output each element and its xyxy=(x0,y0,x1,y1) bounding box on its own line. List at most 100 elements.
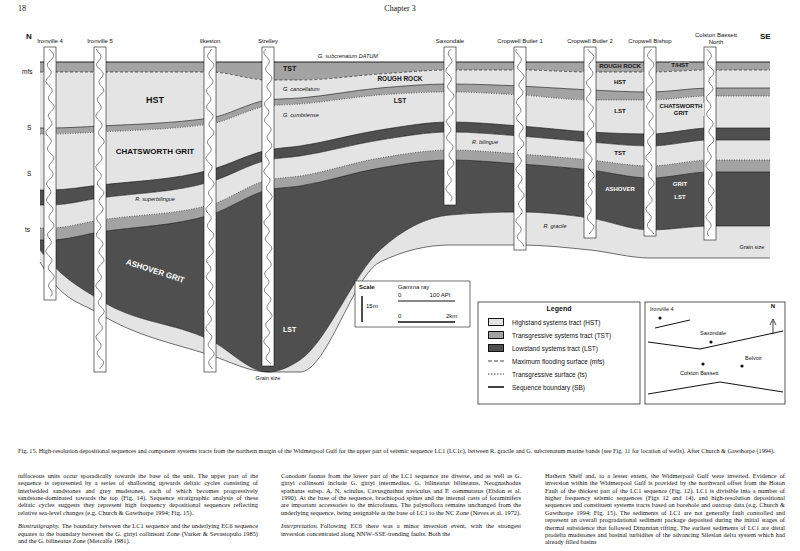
legend-entry: Transgressive surface (ts) xyxy=(488,370,587,378)
well-column xyxy=(262,47,274,366)
bounding-surface xyxy=(40,132,770,205)
paragraph: tuffaceous units occur sporadically towa… xyxy=(18,472,258,516)
legend-text: Transgressive systems tract (TST) xyxy=(512,332,611,339)
body-text: Conodont faunas from the lower part of t… xyxy=(281,472,521,516)
surface-code: ts xyxy=(25,226,30,233)
legend-entry: Highstand systems tract (HST) xyxy=(488,318,601,326)
direction-label: N xyxy=(26,33,32,42)
scale-value: 2km xyxy=(446,313,457,320)
well-column xyxy=(94,47,106,372)
scale-value: 15m xyxy=(366,303,378,310)
well-name: Ironville 4 xyxy=(22,38,78,45)
scale-value: 0 xyxy=(398,292,401,299)
legend-line xyxy=(488,361,504,362)
running-head: Chapter 3 xyxy=(384,5,415,14)
paragraph: Interpretation.Following EC6 there was a… xyxy=(281,522,521,537)
legend-text: Maximum flooding surface (mfs) xyxy=(512,358,604,365)
systems-tract-label: LST xyxy=(393,97,407,104)
legend-entry: Lowstand systems tract (LST) xyxy=(488,344,598,352)
direction-label: SE xyxy=(760,33,771,42)
north-arrow xyxy=(770,319,776,334)
well-column xyxy=(444,47,456,205)
legend-text: Lowstand systems tract (LST) xyxy=(512,345,598,352)
well-name: Ironville 5 xyxy=(72,38,128,45)
well-name: Cropwell Butler 2 xyxy=(562,38,618,45)
systems-tract-label: T/HST xyxy=(670,62,689,69)
bounding-surface xyxy=(40,150,770,228)
systems-tract-label: TST xyxy=(613,150,626,157)
legend-line-sample xyxy=(488,383,504,391)
scale-frame xyxy=(355,281,470,327)
location-map xyxy=(645,302,785,404)
fault-line xyxy=(648,331,783,349)
marine-band-name: G. cancellatum xyxy=(282,86,321,92)
gamma-ray-log xyxy=(206,49,214,369)
well-name: Saxondale xyxy=(422,38,478,45)
well-name: Cropwell Butler 1 xyxy=(492,38,548,45)
systems-tract-label: HST xyxy=(613,79,627,86)
legend-swatch xyxy=(488,331,504,339)
well-name: Cropwell Bishop xyxy=(622,38,678,45)
systems-tract-label: LST xyxy=(673,194,686,201)
well-column xyxy=(514,47,526,250)
formation-name: ROUGH ROCK xyxy=(598,63,642,70)
bounding-surface xyxy=(40,160,770,240)
grain-size-label: Grain size xyxy=(739,244,766,250)
marine-band-name: G. cumbriense xyxy=(282,112,320,118)
well-dot xyxy=(701,362,704,365)
scale-bar xyxy=(361,296,363,322)
legend-text: Transgressive surface (ts) xyxy=(512,371,587,378)
gamma-ray-log xyxy=(446,49,454,202)
formation-name: GRIT xyxy=(672,181,688,188)
gamma-ray-log xyxy=(264,49,273,364)
formation-name: ROUGH ROCK xyxy=(376,75,423,82)
body-text: tuffaceous units occur sporadically towa… xyxy=(18,472,258,516)
formation-name: ASHOVER xyxy=(604,186,636,193)
legend-frame xyxy=(478,302,640,404)
well-name: Ilkeston xyxy=(182,38,238,45)
bounding-surface xyxy=(40,122,770,190)
paragraph-heading: Biostratigraphy. xyxy=(18,522,60,529)
formation-name: CHATSWORTH GRIT xyxy=(115,148,196,157)
scale-title: Scale xyxy=(359,284,375,291)
legend-line-sample xyxy=(488,357,504,365)
surface-code: S xyxy=(27,170,31,177)
figure-caption: Fig. 15. High-resolution depositional se… xyxy=(18,447,784,454)
map-label: Saxondale xyxy=(700,330,726,336)
surface-code: S xyxy=(27,124,31,131)
scale-box xyxy=(355,281,470,327)
marine-band-name: R. superbilingue xyxy=(134,196,176,202)
systems-tract-label: LST xyxy=(613,108,626,115)
fault-line xyxy=(655,320,690,328)
fault-line xyxy=(648,382,783,394)
paragraph: Biostratigraphy.The boundary between the… xyxy=(18,522,258,544)
well-column xyxy=(644,47,656,236)
scale-value: 100 API xyxy=(429,292,450,299)
paragraph: Hathern Shelf and, to a lesser extent, t… xyxy=(545,472,785,546)
legend-line-sample xyxy=(488,370,504,378)
bounding-surface xyxy=(40,92,770,134)
legend-line xyxy=(488,374,504,375)
paragraph: Conodont faunas from the lower part of t… xyxy=(281,472,521,516)
legend-line xyxy=(488,386,504,388)
well-dot xyxy=(709,340,712,343)
well-name: Colston Bassett North xyxy=(688,32,744,45)
legend-swatch xyxy=(488,318,504,326)
legend-title: Legend xyxy=(547,305,572,313)
marine-band-name: G. subcrenatum DATUM xyxy=(318,53,378,59)
systems-tract-label: TST xyxy=(282,65,297,73)
scale-value: 0 xyxy=(398,313,401,320)
well-dot xyxy=(740,364,743,367)
gamma-ray-log xyxy=(516,49,524,247)
gamma-ray-log xyxy=(586,49,594,234)
text-column: Conodont faunas from the lower part of t… xyxy=(281,472,521,537)
scale-bar xyxy=(398,301,455,302)
surface-code: mfs xyxy=(22,68,32,75)
formation-name: CHATSWORTH GRIT xyxy=(658,103,704,116)
grain-size-label: Grain size xyxy=(256,375,281,381)
body-text: Hathern Shelf and, to a lesser extent, t… xyxy=(545,472,785,545)
systems-tract-label: HST xyxy=(145,96,165,106)
gamma-ray-log xyxy=(706,49,714,237)
legend-entry: Transgressive systems tract (TST) xyxy=(488,331,611,339)
